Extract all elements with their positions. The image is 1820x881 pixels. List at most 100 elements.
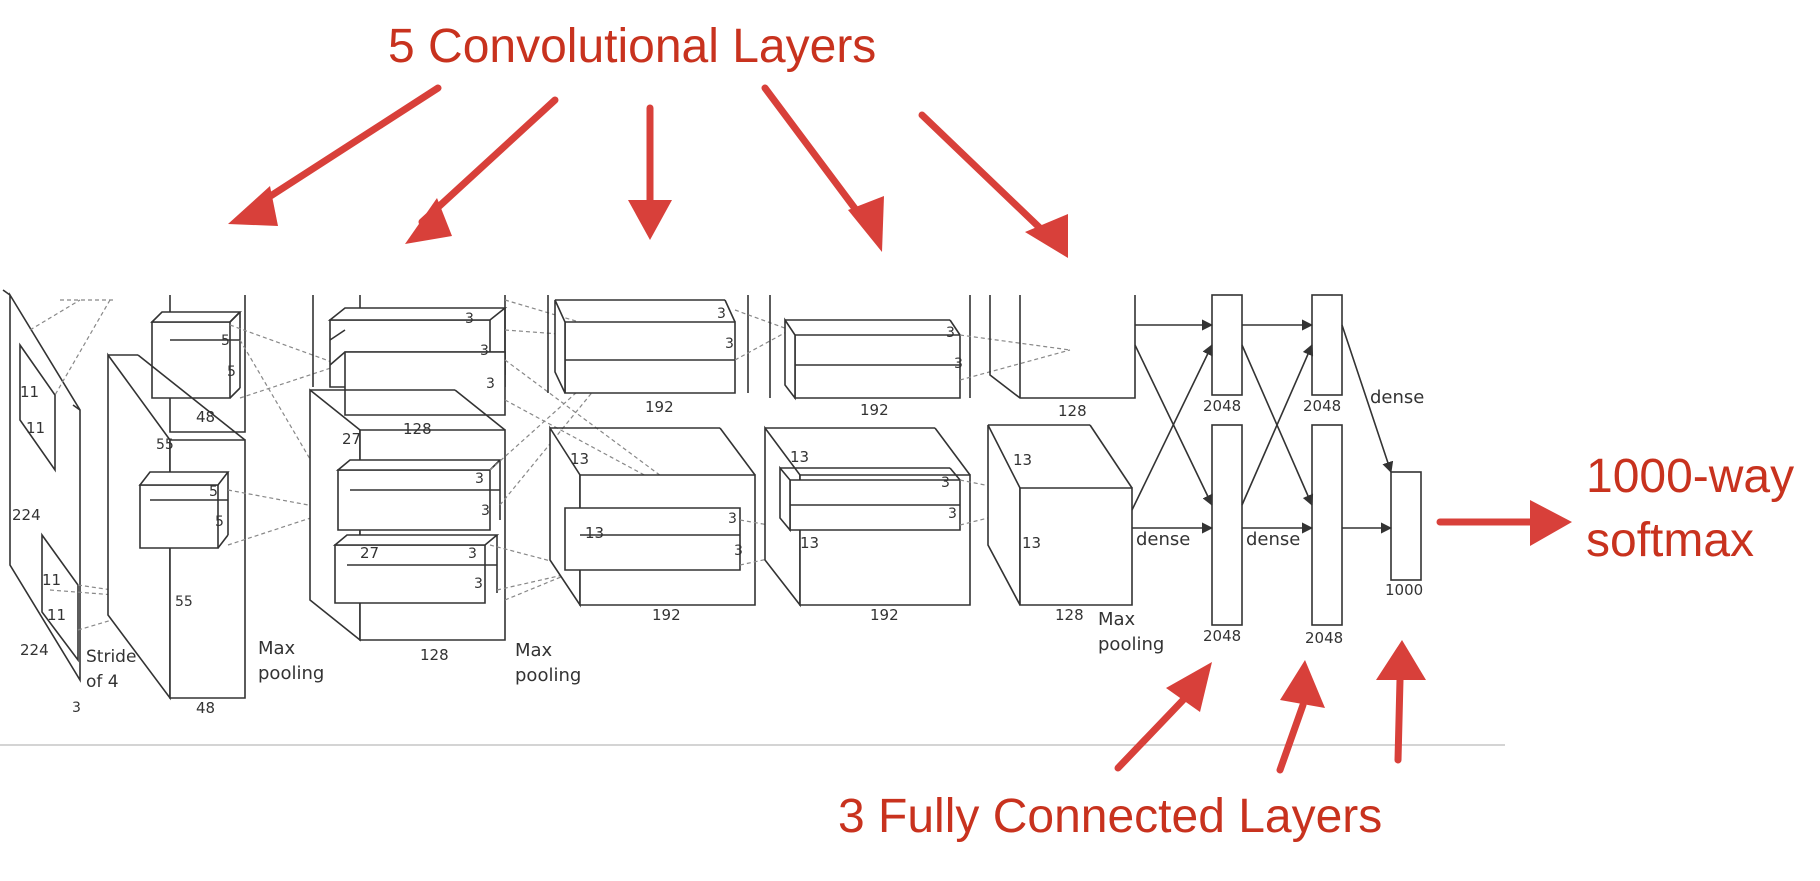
conv2-k7: 3: [474, 576, 483, 592]
input-kernel-label-a: 11: [20, 383, 39, 401]
softmax-arrowhead: [1530, 500, 1572, 546]
fc1-top-label: 2048: [1203, 397, 1241, 415]
conv-arrow-4: [761, 84, 869, 226]
conv2-depth-bottom: 128: [420, 646, 449, 664]
fc1-top-bar: [1211, 294, 1243, 396]
conv5-depth-bottom: 128: [1055, 606, 1084, 624]
fc-arrowhead-2: [1280, 660, 1325, 708]
fc1-bottom-bar: [1211, 424, 1243, 626]
conv3-k2: 3: [725, 336, 734, 352]
fc-arrowheads: [1166, 500, 1572, 712]
fc1-bottom-label: 2048: [1203, 627, 1241, 645]
conv1-depth-top: 48: [196, 408, 215, 426]
conv4-k3: 3: [941, 475, 950, 491]
input-kernel-label-b: 11: [26, 419, 45, 437]
fc-arrowhead-1: [1166, 662, 1212, 712]
conv2-k4: 3: [475, 471, 484, 487]
conv1-kernel-top-b: 5: [227, 364, 236, 380]
fc-connections: [1131, 319, 1394, 534]
fc2-top-label: 2048: [1303, 397, 1341, 415]
conv4-size-a: 13: [790, 448, 809, 466]
conv1-depth-bottom: 48: [196, 699, 215, 717]
conv4-depth-top: 192: [860, 401, 889, 419]
dense-label-a: dense: [1370, 387, 1424, 408]
fc2-bottom-label: 2048: [1305, 629, 1343, 647]
conv4-volume: [764, 295, 971, 608]
input-size-label-bottom: 224: [20, 641, 49, 659]
conv4-k1: 3: [946, 325, 955, 341]
input-volume: [2, 289, 81, 683]
fc-arrowhead-3: [1376, 640, 1426, 680]
conv-arrowhead-5: [1025, 214, 1068, 258]
conv1-kernel-bot-b: 5: [215, 514, 224, 530]
input-kernel-top: [19, 342, 56, 473]
fc3-output-label: 1000: [1385, 581, 1423, 599]
conv-arrowhead-2: [405, 198, 452, 244]
softmax-label-line2: softmax: [1586, 514, 1754, 567]
conv3-depth-bottom: 192: [652, 606, 681, 624]
conv-arrow-2: [418, 96, 559, 226]
conv4-k2: 3: [954, 356, 963, 372]
input-kernel-bottom: [41, 532, 79, 663]
conv5-pool-line2: pooling: [1098, 634, 1164, 655]
conv3-k3: 3: [728, 511, 737, 527]
conv3-k1: 3: [717, 306, 726, 322]
fc-arrow-1: [1114, 694, 1189, 772]
fc2-top-bar: [1311, 294, 1343, 396]
conv1-size-a: 55: [156, 437, 174, 453]
conv1-kernel-top-a: 5: [221, 333, 230, 349]
conv2-k6: 3: [468, 546, 477, 562]
conv2-pool-line2: pooling: [515, 665, 581, 686]
fc-arrows: [1114, 518, 1544, 774]
dense-label-b: dense: [1136, 529, 1190, 550]
conv-arrowheads: [228, 186, 1068, 258]
conv-arrow-1: [248, 84, 442, 212]
conv2-k2: 3: [480, 343, 489, 359]
conv1-volume: [107, 295, 246, 701]
input-kernel-label-c: 11: [42, 571, 61, 589]
input-size-label-top: 224: [12, 506, 41, 524]
conv4-k4: 3: [948, 506, 957, 522]
conv1-pool-line2: pooling: [258, 663, 324, 684]
conv-layers-title: 5 Convolutional Layers: [388, 20, 876, 73]
conv1-pool-line1: Max: [258, 638, 296, 659]
conv5-size-a: 13: [1013, 451, 1032, 469]
fc-arrow-3: [1394, 676, 1404, 764]
conv2-size-a: 27: [342, 430, 361, 448]
conv-arrowhead-1: [228, 186, 278, 226]
conv-arrowhead-3: [628, 200, 672, 240]
fc2-bottom-bar: [1311, 424, 1343, 626]
conv1-size-b: 55: [175, 594, 193, 610]
conv2-k3: 3: [486, 376, 495, 392]
conv5-depth-top: 128: [1058, 402, 1087, 420]
conv4-depth-bottom: 192: [870, 606, 899, 624]
conv3-k4: 3: [734, 543, 743, 559]
conv1-kernel-bot-a: 5: [209, 484, 218, 500]
conv2-volume: [309, 295, 508, 642]
input-depth-label: 3: [72, 700, 81, 716]
fc-layers: [1211, 294, 1422, 626]
conv3-size-a: 13: [570, 450, 589, 468]
conv2-pool-line1: Max: [515, 640, 553, 661]
conv-arrow-5: [918, 111, 1046, 234]
conv2-size-b: 27: [360, 544, 379, 562]
stride-label-line1: Stride: [86, 647, 136, 667]
fc3-output-bar: [1390, 471, 1422, 581]
conv-arrowhead-4: [848, 196, 884, 252]
fc-layers-title: 3 Fully Connected Layers: [838, 790, 1382, 843]
fc-arrow-2: [1276, 701, 1307, 774]
conv5-pool-line1: Max: [1098, 609, 1136, 630]
input-kernel-label-d: 11: [47, 606, 66, 624]
conv2-k1: 3: [465, 311, 474, 327]
softmax-label-line1: 1000-way: [1586, 450, 1794, 503]
conv3-size-b: 13: [585, 524, 604, 542]
conv3-depth-top: 192: [645, 398, 674, 416]
conv5-volume: [987, 295, 1136, 606]
conv3-volume: [547, 295, 756, 608]
conv4-size-b: 13: [800, 534, 819, 552]
conv2-depth-top: 128: [403, 420, 432, 438]
conv5-size-b: 13: [1022, 534, 1041, 552]
conv-arrows: [248, 84, 1046, 234]
